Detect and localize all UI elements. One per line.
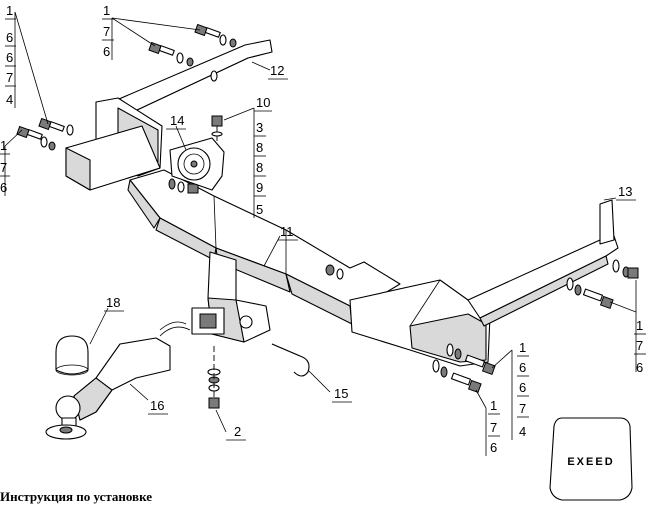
callout-left-5: 4 xyxy=(6,92,13,107)
callout-rightbolt-3: 6 xyxy=(636,360,643,375)
caption-installation-instructions: Инструкция по установке xyxy=(0,489,153,504)
callout-top-1: 1 xyxy=(103,3,110,18)
ball-mount xyxy=(45,337,171,440)
callout-16: 16 xyxy=(150,398,164,413)
leader-lines xyxy=(4,11,637,456)
callout-rightbolt-2: 7 xyxy=(636,338,643,353)
callout-11: 11 xyxy=(280,224,294,239)
callout-mid-1: 10 xyxy=(256,95,270,110)
mid-bolt xyxy=(168,115,223,194)
callout-left-1: 1 xyxy=(6,3,13,18)
callout-18: 18 xyxy=(106,295,120,310)
top-bolts xyxy=(148,23,237,82)
callout-lowerright-4: 7 xyxy=(519,401,526,416)
electric-socket-plate xyxy=(169,137,225,191)
callout-mid-5: 9 xyxy=(256,180,263,195)
callout-rightbolt-1: 1 xyxy=(636,318,643,333)
callout-left-3: 6 xyxy=(6,50,13,65)
receiver-bolt xyxy=(207,346,221,409)
right-bolts xyxy=(325,259,639,310)
callout-lowerright-2: 6 xyxy=(519,360,526,375)
left-bolts xyxy=(16,117,74,151)
lower-bolts xyxy=(432,343,496,394)
callout-15: 15 xyxy=(334,386,348,401)
callout-leftbolt-1: 1 xyxy=(0,138,7,153)
callout-mid-6: 5 xyxy=(256,202,263,217)
callout-2: 2 xyxy=(234,424,241,439)
exeed-logo-badge: EXEED xyxy=(549,417,633,501)
callout-left-2: 6 xyxy=(6,30,13,45)
right-mounting-bracket xyxy=(349,279,491,367)
ball-cover xyxy=(55,335,89,376)
callout-underlines xyxy=(0,18,646,441)
callout-lowerbolt-2: 7 xyxy=(490,420,497,435)
callout-lowerright-3: 6 xyxy=(519,380,526,395)
callout-top-3: 6 xyxy=(103,44,110,59)
callout-lowerbolt-1: 1 xyxy=(490,398,497,413)
callout-13: 13 xyxy=(618,184,632,199)
callout-12: 12 xyxy=(270,63,284,78)
left-mounting-bracket xyxy=(65,97,163,191)
callout-mid-2: 3 xyxy=(256,120,263,135)
callout-lowerright-5: 4 xyxy=(519,424,526,439)
callout-leftbolt-3: 6 xyxy=(0,180,7,195)
callout-left-4: 7 xyxy=(6,70,13,85)
callout-lowerbolt-3: 6 xyxy=(490,440,497,455)
callout-lowerright-1: 1 xyxy=(519,340,526,355)
callout-mid-3: 8 xyxy=(256,140,263,155)
callout-leftbolt-2: 7 xyxy=(0,160,7,175)
receiver-box xyxy=(191,251,271,343)
logo-text: EXEED xyxy=(567,456,614,468)
callout-mid-4: 8 xyxy=(256,160,263,175)
callout-14: 14 xyxy=(170,113,184,128)
callout-top-2: 7 xyxy=(103,24,110,39)
hitch-pin xyxy=(159,321,310,377)
right-side-rail xyxy=(467,199,619,327)
